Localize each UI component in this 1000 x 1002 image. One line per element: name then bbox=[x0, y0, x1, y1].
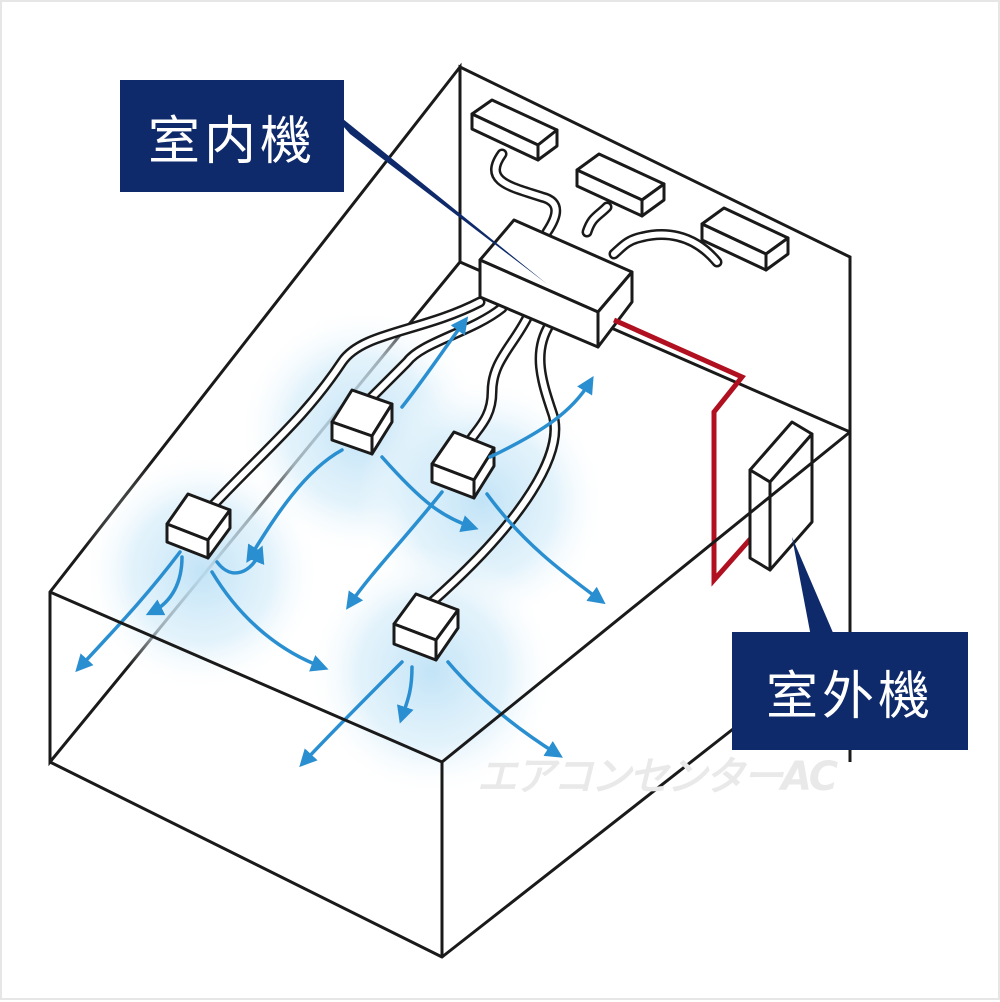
airflow-arrow bbox=[246, 448, 344, 563]
indoor-unit-label: 室内機 bbox=[120, 80, 344, 192]
airflow-arrow bbox=[485, 492, 606, 605]
wall-unit bbox=[700, 206, 790, 272]
watermark: エアコンセンターAC bbox=[477, 754, 838, 800]
airflow-arrow bbox=[400, 316, 469, 409]
indoor-unit-box bbox=[478, 218, 634, 349]
ceiling-diffusers bbox=[165, 388, 496, 662]
airflow-zones bbox=[82, 307, 607, 797]
refrigerant-pipe bbox=[612, 317, 754, 587]
outdoor-label-pointer bbox=[792, 537, 837, 642]
airflow-arrow bbox=[346, 490, 444, 610]
outdoor-unit bbox=[748, 420, 814, 572]
airflow-arrow bbox=[75, 550, 182, 673]
indoor-label-pointer bbox=[322, 102, 547, 284]
airflow-arrow bbox=[488, 375, 594, 459]
building-front-walls bbox=[49, 430, 852, 959]
diffuser-unit bbox=[430, 430, 496, 500]
wall-unit bbox=[470, 98, 559, 162]
outdoor-unit-label: 室外機 bbox=[732, 632, 968, 750]
diffuser-unit bbox=[392, 592, 460, 662]
diffuser-unit bbox=[165, 492, 232, 560]
wall-unit bbox=[575, 152, 666, 218]
diffuser-unit bbox=[330, 388, 394, 456]
airflow-zone bbox=[307, 547, 557, 797]
airflow-arrow bbox=[145, 555, 184, 616]
wall-mounted-units bbox=[470, 98, 790, 272]
airflow-arrow bbox=[299, 660, 404, 768]
airflow-arrow bbox=[210, 570, 329, 672]
duct-pipes bbox=[196, 148, 723, 608]
airflow-arrows bbox=[75, 316, 606, 768]
airflow-arrow bbox=[397, 665, 414, 724]
